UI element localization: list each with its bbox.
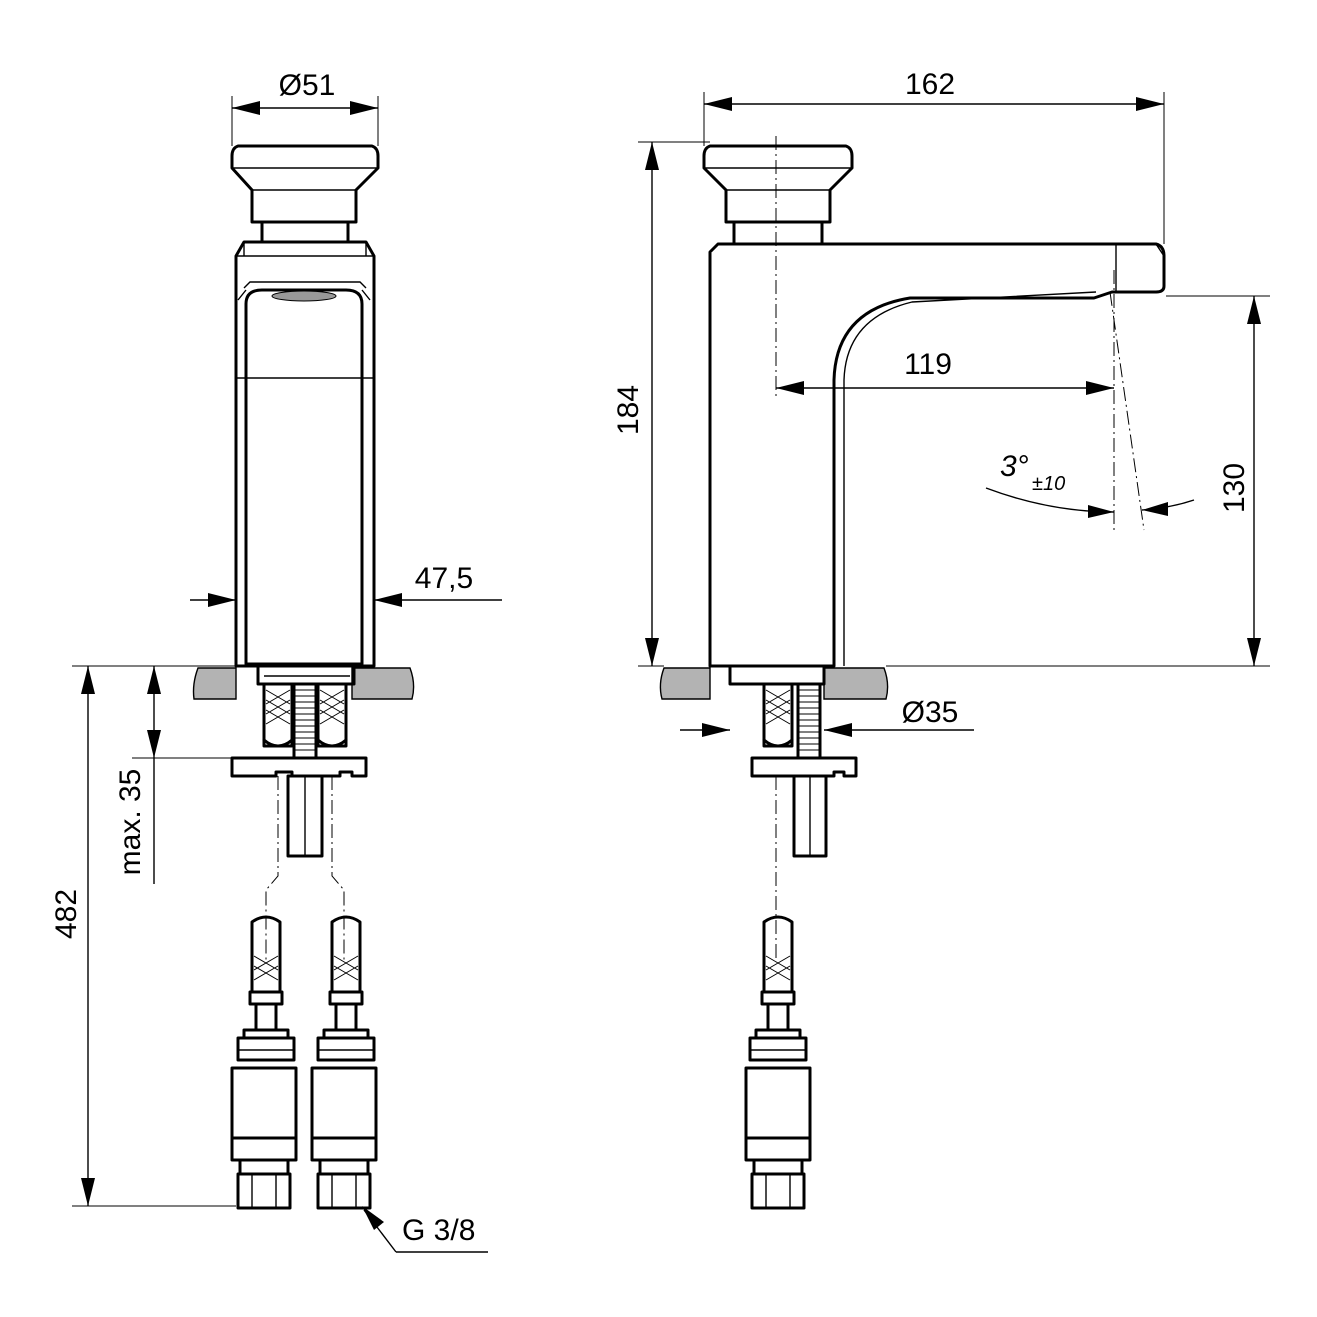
- knob-stem-front: [260, 220, 350, 244]
- supply-hose-left: [230, 915, 298, 1210]
- aerator-slot: [271, 290, 337, 302]
- dim-overall-height: 184: [612, 141, 710, 667]
- dim-max-counter: max. 35: [114, 665, 236, 884]
- base-ring-front: [256, 664, 356, 686]
- under-counter-hose-side: [762, 682, 822, 760]
- body-front-panel: [244, 288, 364, 666]
- label-thread: G 3/8: [402, 1214, 475, 1247]
- knob-front: [230, 144, 380, 224]
- dim-spout-angle: 3° ±10: [985, 450, 1195, 518]
- under-counter-hoses-front: [262, 682, 348, 760]
- body-front: [234, 240, 376, 668]
- label-max-counter: max. 35: [114, 769, 147, 876]
- mounting-plate-side: [750, 756, 858, 778]
- label-body-width: 47,5: [415, 562, 473, 595]
- dim-spout-height: 130: [886, 295, 1270, 667]
- dim-spout-reach: 119: [776, 348, 1114, 395]
- dim-overall-length: 162: [703, 68, 1165, 244]
- label-total-depth: 482: [50, 889, 83, 939]
- dim-thread: G 3/8: [362, 1206, 488, 1253]
- label-shank-diameter: Ø35: [902, 696, 959, 729]
- label-overall-length: 162: [905, 68, 955, 101]
- supply-hose-right: [310, 915, 378, 1210]
- label-spout-angle: 3°: [1000, 450, 1029, 483]
- label-knob-diameter: Ø51: [279, 69, 336, 102]
- body-side: [708, 242, 1166, 668]
- label-spout-angle-tol: ±10: [1032, 473, 1065, 495]
- label-spout-reach: 119: [904, 348, 952, 381]
- countertop-right-front: [351, 667, 415, 700]
- label-overall-height: 184: [612, 385, 645, 435]
- label-spout-height: 130: [1218, 463, 1251, 513]
- supply-hose-side: [744, 915, 812, 1210]
- countertop-left-front: [192, 667, 237, 700]
- mounting-plate-front: [230, 756, 368, 778]
- knob-side: [702, 144, 854, 224]
- dim-body-width: 47,5: [190, 562, 502, 607]
- dim-shank-diameter: Ø35: [680, 696, 974, 737]
- dim-knob-diameter: Ø51: [231, 69, 379, 146]
- countertop-left-side: [659, 667, 711, 700]
- base-ring-side: [728, 664, 826, 686]
- front-view: Ø51 47,5 max. 35 482: [50, 69, 502, 1253]
- countertop-right-side: [823, 667, 889, 700]
- dim-total-depth: 482: [50, 665, 236, 1207]
- side-view: 162 184 119 3° ±10: [612, 68, 1270, 1210]
